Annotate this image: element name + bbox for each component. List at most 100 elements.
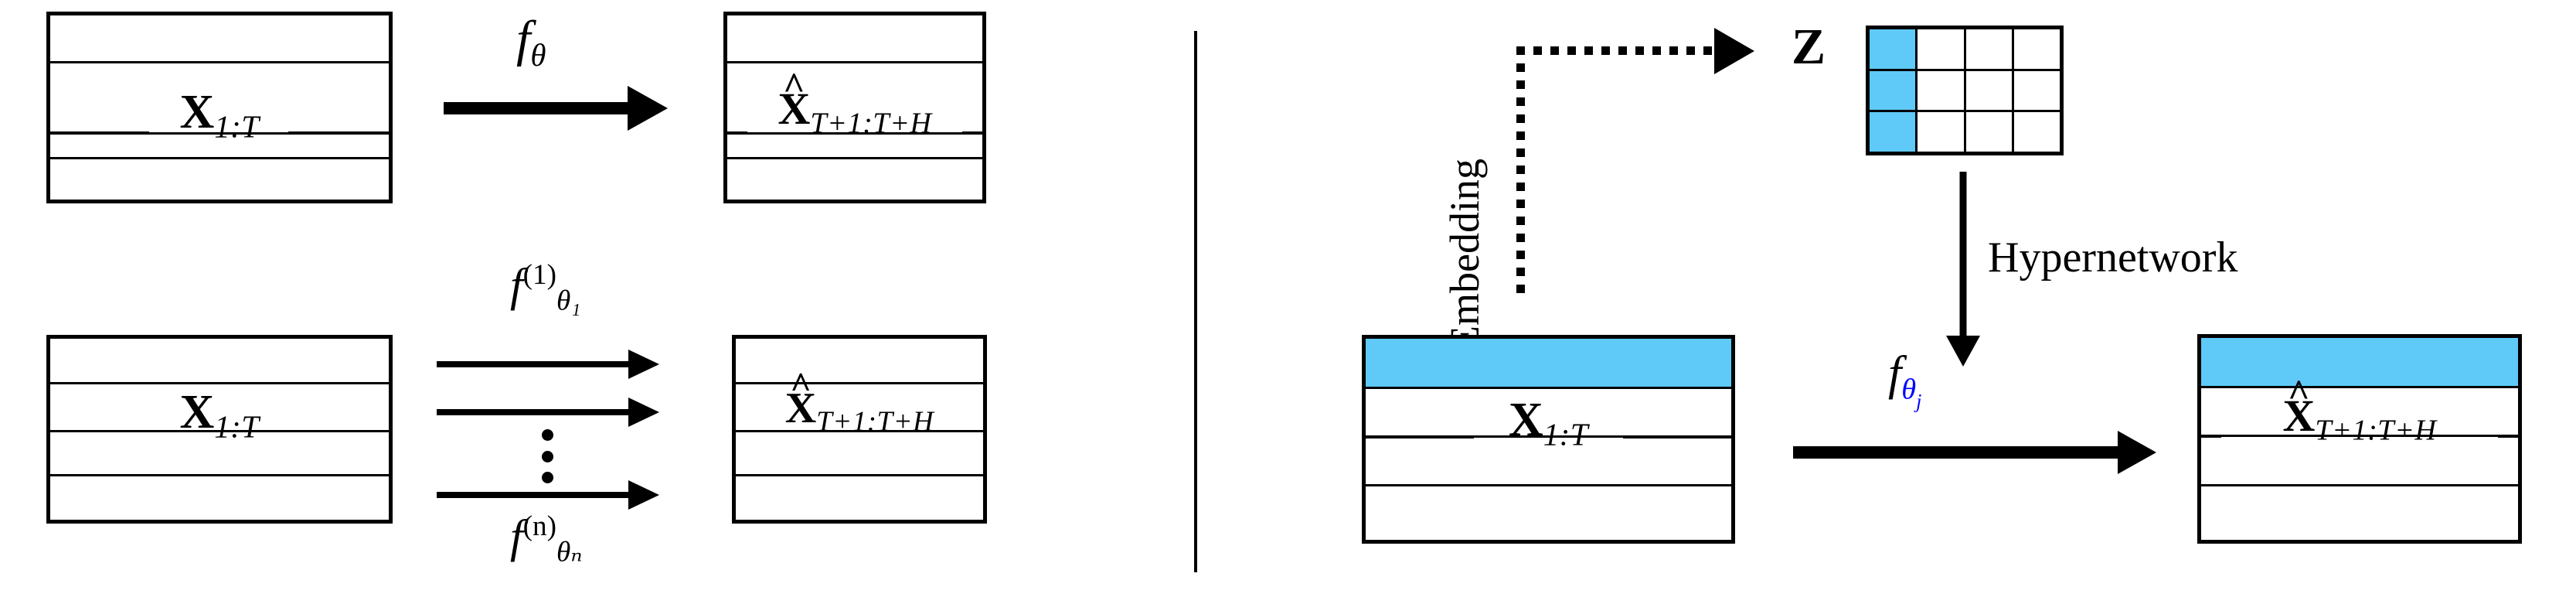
series-band	[50, 159, 389, 200]
series-band	[727, 159, 982, 200]
label-main: X	[179, 386, 215, 438]
signal-stroke-right	[1623, 436, 1731, 438]
left-bottom-output-box: ^XT+1:T+H	[732, 335, 987, 524]
series-band	[50, 432, 389, 476]
signal-stroke-left	[1366, 436, 1474, 438]
series-band	[1366, 438, 1731, 486]
z-matrix	[1866, 26, 2064, 155]
label-subscript: T+1:T+H	[810, 107, 932, 140]
hat-accent: ^	[790, 366, 812, 407]
f-theta-n-label: f(n)θₙ	[510, 512, 582, 567]
theta-subscript: θ	[1901, 373, 1917, 406]
series-band	[50, 135, 389, 159]
hypernetwork-label: Hypernetwork	[1988, 234, 2238, 282]
arrow-shaft	[437, 361, 632, 367]
label-subscript: 1:T	[214, 409, 260, 445]
series-band	[50, 339, 389, 384]
signal-stroke-right	[2498, 435, 2518, 438]
z-cell	[1870, 29, 1916, 69]
f-symbol: f	[510, 510, 523, 562]
hat-wrapper: ^X	[784, 368, 817, 432]
z-cell	[1918, 29, 1964, 69]
embedding-arrow-horizontal	[1516, 46, 1717, 55]
embedding-arrow-head	[1714, 28, 1754, 74]
series-band-highlighted	[2201, 338, 2518, 388]
arrow-shaft	[437, 409, 632, 415]
theta-subscript: θₙ	[556, 536, 583, 568]
series-band	[736, 476, 983, 520]
f-theta-label: fθ	[516, 14, 546, 72]
series-band	[2201, 486, 2518, 540]
series-band	[727, 135, 982, 159]
f-symbol: f	[510, 259, 523, 311]
hat-wrapper: ^X	[2282, 374, 2316, 441]
dot	[541, 450, 553, 462]
z-cell	[1918, 112, 1964, 152]
signal-stroke-left	[50, 430, 149, 432]
series-band	[50, 384, 389, 432]
z-cell	[2013, 29, 2060, 69]
arrow-head	[2118, 431, 2156, 474]
label-main: X	[2282, 391, 2316, 441]
dot	[541, 472, 553, 483]
left-bottom-input-label: X1:T	[50, 388, 389, 443]
signal-stroke-left	[736, 430, 753, 432]
series-band	[736, 339, 983, 384]
z-cell	[1965, 70, 2012, 111]
hat-accent: ^	[2288, 372, 2310, 415]
arrow-head	[628, 350, 659, 379]
z-cell	[1965, 112, 2012, 152]
embedding-label: Embedding	[1441, 159, 1488, 351]
label-main: X	[784, 384, 817, 432]
series-band	[50, 63, 389, 135]
z-label: Z	[1792, 19, 1826, 75]
arrow-shaft	[437, 492, 632, 498]
z-cell	[1870, 70, 1916, 111]
signal-stroke-left	[50, 131, 149, 134]
z-cell	[1965, 29, 2012, 69]
right-output-label: ^XT+1:T+H	[2201, 374, 2518, 445]
arrow-shaft	[444, 102, 632, 114]
right-input-label: X1:T	[1366, 396, 1731, 451]
label-main: X	[778, 84, 811, 134]
series-band	[736, 384, 983, 432]
f-symbol: f	[1888, 347, 1902, 400]
series-band	[2201, 437, 2518, 486]
signal-stroke-right	[966, 430, 983, 432]
right-input-box: X1:T	[1362, 335, 1735, 544]
arrow-head	[628, 480, 659, 510]
series-band	[2201, 388, 2518, 437]
arrow-head	[628, 398, 659, 427]
series-band-highlighted	[1366, 339, 1731, 389]
series-band	[50, 476, 389, 520]
label-subscript: 1:T	[1543, 417, 1589, 452]
embedding-arrow-vertical	[1516, 46, 1525, 302]
label-subscript: 1:T	[214, 109, 260, 145]
left-bottom-output-label: ^XT+1:T+H	[736, 368, 983, 438]
series-band	[727, 15, 982, 63]
z-cell	[1918, 70, 1964, 111]
label-main: X	[1508, 394, 1543, 446]
signal-stroke-right	[288, 131, 389, 134]
f-theta-j-label: fθj	[1888, 350, 1921, 412]
series-band	[736, 432, 983, 476]
signal-stroke-right	[962, 131, 982, 134]
left-top-input-label: X1:T	[50, 88, 389, 143]
signal-stroke-right	[288, 430, 389, 432]
label-subscript: T+1:T+H	[816, 405, 934, 438]
series-band	[1366, 486, 1731, 540]
z-cell	[2013, 112, 2060, 152]
label-main: X	[179, 86, 215, 138]
theta-subscript: θ₁	[556, 285, 581, 317]
z-cell	[2013, 70, 2060, 111]
left-bottom-input-box: X1:T	[46, 335, 393, 524]
left-top-input-box: X1:T	[46, 12, 393, 203]
arrow-shaft	[1959, 172, 1967, 339]
signal-stroke-left	[2201, 435, 2221, 438]
f-superscript: (1)	[522, 259, 557, 291]
series-band	[1366, 389, 1731, 438]
arrow-head	[1946, 336, 1980, 367]
j-subscript: j	[1916, 390, 1922, 413]
f-symbol: f	[516, 11, 531, 67]
